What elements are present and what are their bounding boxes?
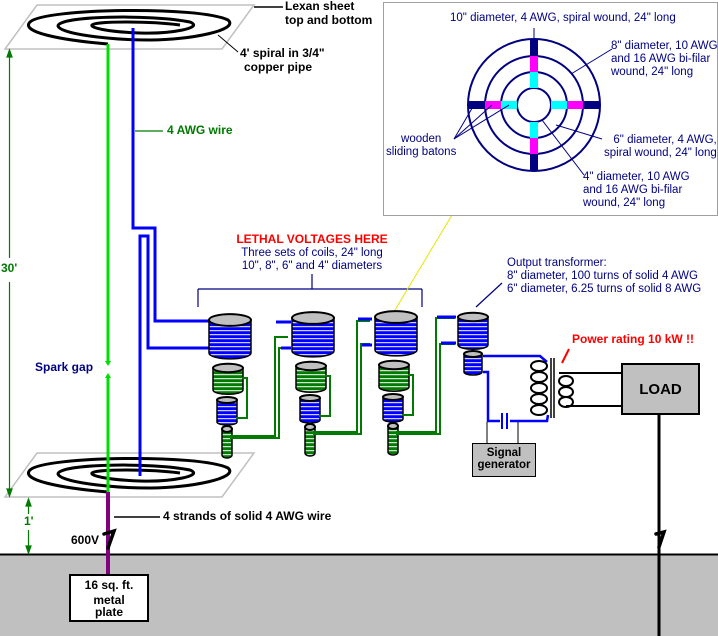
signal-generator-line2: generator [477,459,531,471]
coil-stacks [208,310,489,459]
spiral-label-line2: copper pipe [244,59,313,74]
inset-label-8in: 8" diameter, 10 AWG and 16 AWG bi-filar … [611,40,718,80]
inset-label-batons-line1: wooden [401,133,442,145]
transformer-secondary-icon [558,372,621,408]
coil-sets-label: Three sets of coils, 24" long 10", 8", 6… [222,247,402,273]
inset-label-6in-line2: spiral wound, 24" long [604,147,717,160]
lexan-sheet-label: Lexan sheet top and bottom [285,0,372,28]
coil-cross-section-inset: 10" diameter, 4 AWG, spiral wound, 24" l… [383,2,718,216]
ground-plate-line2: metal [93,593,125,607]
stack-inner-connector-2 [319,375,331,417]
inset-label-4in-line1: 4" diameter, 10 AWG [583,171,690,183]
top-copper-spiral [26,8,232,46]
capacitor-icon [501,413,508,429]
spark-gap-label: Spark gap [35,360,94,374]
signal-generator-box: Signal generator [472,443,536,477]
ground-plate: 16 sq. ft. metal plate [69,574,149,622]
output-transformer-8in-coil [457,311,489,350]
inset-label-4in: 4" diameter, 10 AWG and 16 AWG bi-filar … [583,171,690,211]
lexan-sheet-label-line2: top and bottom [285,12,373,27]
coil-8in-set-2 [295,360,327,393]
coil-6in-set-2 [299,394,321,424]
coil-sets-label-line2: 10", 8", 6" and 4" diameters [241,260,383,273]
spiral-leader [217,34,239,53]
spiral-label-line1: 4' spiral in 3/4" [240,46,325,60]
inset-label-8in-line2: and 16 AWG bi-filar [611,53,711,66]
inset-label-8in-line1: 8" diameter, 10 AWG [611,40,718,52]
coil-8in-set-3 [378,359,410,392]
ground-strands-label: 4 strands of solid 4 AWG wire [163,509,332,523]
spiral-label: 4' spiral in 3/4" copper pipe [240,46,325,75]
transformer-primary-icon [530,360,548,416]
coil-8in-set-1 [212,362,244,395]
coil-6in-set-3 [382,393,404,423]
inset-label-batons: wooden sliding batons [386,133,456,159]
lethal-warning-label: LETHAL VOLTAGES HERE [236,232,388,246]
height-30ft-label: 30' [1,261,18,275]
coil-sets-label-line1: Three sets of coils, 24" long [241,247,383,259]
spark-gap-tip-lower [105,373,111,378]
bottom-lexan-sheet [3,452,256,498]
transformer-core-icon [550,358,555,418]
bottom-copper-spiral [26,456,232,494]
inset-leader [391,214,453,316]
inset-label-4in-line2: and 16 AWG bi-filar [583,184,683,197]
top-lexan-sheet [3,4,256,50]
inset-label-6in-line1: 6" diameter, 4 AWG, [613,134,717,146]
output-transformer-line3: 6" diameter, 6.25 turns of solid 8 AWG [507,283,702,296]
output-transformer-line2: 8" diameter, 100 turns of solid 4 AWG [507,270,698,283]
awg-wire-label: 4 AWG wire [167,123,233,137]
output-transformer-6in-coil [463,350,483,376]
coil-interconnects [230,317,455,439]
output-circuit-wire [483,354,550,423]
coil-4in-set-2 [304,423,316,457]
inset-label-10in: 10" diameter, 4 AWG, spiral wound, 24" l… [450,12,676,24]
inset-label-batons-line2: sliding batons [386,146,457,159]
cross-section-drawing [453,28,613,176]
power-rating-label: Power rating 10 kW !! [572,332,695,346]
height-dimension-30ft [6,48,13,498]
load-ground-switch-icon [654,529,667,549]
voltage-label: 600V [71,533,100,547]
spark-gap-tip-upper [105,361,111,366]
coil-4in-set-3 [387,422,399,456]
coil-6in-set-1 [216,396,238,426]
coil-sets-bracket [197,274,423,307]
coil-10in-set-3 [374,310,418,357]
output-transformer-line1: Output transformer: [507,257,607,269]
ground-plate-line3: plate [94,605,123,619]
switch-600v-icon [102,528,117,550]
lexan-sheet-label-line1: Lexan sheet [285,0,355,13]
stack-inner-connector-3 [402,374,414,416]
inset-label-8in-line3: wound, 24" long [611,66,694,79]
inset-label-6in: 6" diameter, 4 AWG, spiral wound, 24" lo… [604,134,717,160]
signal-generator-leads [486,422,519,443]
height-1ft-label: 1' [24,514,34,528]
height-dimension-1ft [25,497,32,555]
coil-ring-4in [516,87,552,123]
signal-generator-line1: Signal [486,447,522,459]
stack-inner-connector-1 [236,377,248,419]
coil-10in-set-2 [291,311,335,358]
coil-10in-set-1 [208,313,252,360]
awg4-wire-primary [131,28,209,476]
power-rating-leader [561,348,570,364]
load-label: LOAD [639,380,682,398]
inset-label-4in-line3: wound, 24" long [583,197,666,210]
output-transformer-leader [475,282,503,308]
coil-interconnect-blue-stubs [276,315,456,350]
load-box: LOAD [621,363,700,415]
output-transformer-label: Output transformer: 8" diameter, 100 tur… [507,257,701,297]
coil-4in-set-1 [221,425,233,459]
ground-plate-line1: 16 sq. ft. [84,578,134,592]
